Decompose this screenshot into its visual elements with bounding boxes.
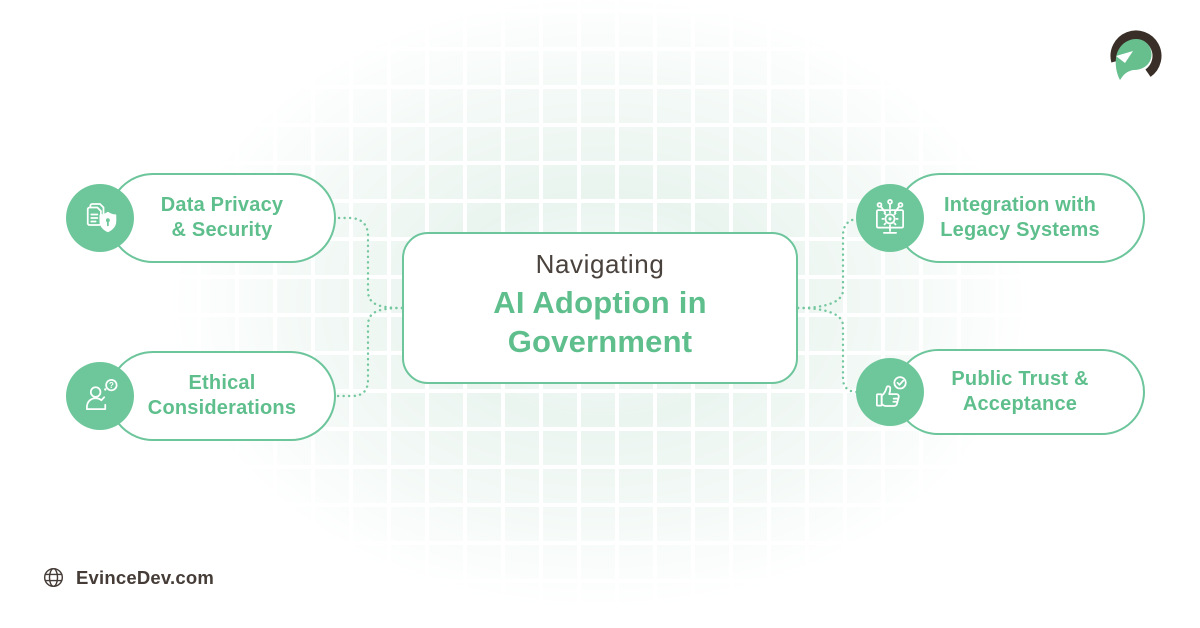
topic-label-line1: Public Trust & — [951, 368, 1089, 390]
topic-label-line2: Considerations — [147, 397, 297, 419]
center-title: AI Adoption in Government — [404, 283, 796, 361]
connector-left-bottom — [334, 306, 404, 398]
topic-label-line2: & Security — [171, 219, 273, 241]
topic-card-ethical-considerations: Ethical Considerations — [108, 351, 336, 441]
center-kicker: Navigating — [535, 249, 665, 279]
thumbs-up-check-icon — [856, 358, 924, 426]
connector-right-top — [796, 216, 862, 310]
spartan-helmet-logo — [1104, 28, 1168, 93]
thumbs-up-check-glyph — [876, 376, 907, 407]
connector-left-top — [334, 216, 404, 310]
center-title-line1: AI Adoption in — [493, 285, 707, 320]
topic-label-line1: Ethical — [188, 372, 256, 394]
svg-text:?: ? — [109, 381, 114, 390]
globe-icon — [43, 567, 64, 588]
website-label: EvinceDev.com — [76, 566, 214, 588]
center-title-line2: Government — [507, 324, 693, 359]
website-credit: EvinceDev.com — [42, 566, 214, 589]
topic-label-line2: Acceptance — [962, 393, 1078, 415]
topic-label: Public Trust & Acceptance — [951, 367, 1088, 417]
person-question-bubble-icon: ? — [66, 362, 134, 430]
topic-label-line1: Integration with — [943, 194, 1097, 216]
topic-label: Integration with Legacy Systems — [940, 193, 1100, 243]
topic-card-public-trust-acceptance: Public Trust & Acceptance — [895, 349, 1145, 435]
topic-label: Ethical Considerations — [148, 371, 296, 421]
monitor-gear-network-glyph — [876, 199, 904, 234]
person-question-bubble-glyph: ? — [86, 378, 118, 410]
topic-label-line2: Legacy Systems — [940, 219, 1100, 241]
documents-shield-lock-icon — [66, 184, 134, 252]
topic-card-data-privacy-security: Data Privacy & Security — [108, 173, 336, 263]
topic-card-integration-legacy-systems: Integration with Legacy Systems — [895, 173, 1145, 263]
monitor-gear-network-icon — [856, 184, 924, 252]
topic-label: Data Privacy & Security — [161, 193, 283, 243]
topic-label-line1: Data Privacy — [160, 194, 284, 216]
documents-shield-lock-glyph — [86, 203, 117, 233]
connector-right-bottom — [796, 306, 862, 394]
spartan-helmet-glyph — [1110, 30, 1162, 80]
